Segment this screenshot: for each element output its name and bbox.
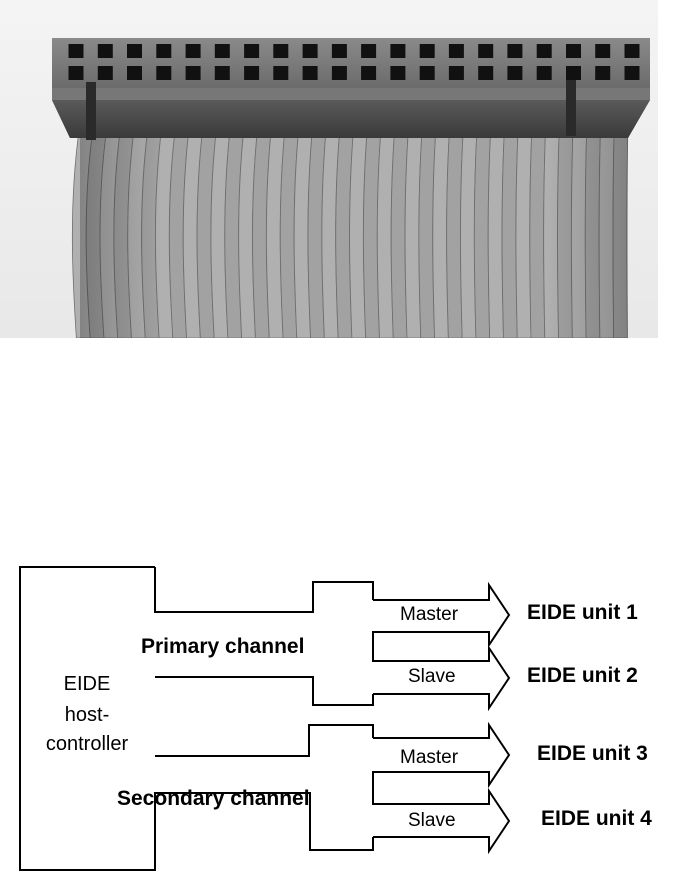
- pin-hole: [361, 66, 377, 80]
- pin-hole: [302, 66, 318, 80]
- pin-hole: [536, 44, 552, 58]
- pin-hole: [185, 66, 201, 80]
- primary-cable-lower: [155, 676, 374, 706]
- pin-hole: [273, 44, 289, 58]
- ribbon-cable-photo: [0, 0, 658, 338]
- controller-label-line1: EIDE: [64, 673, 111, 695]
- secondary-master-slave-arrows: [372, 721, 511, 855]
- pin-hole: [478, 44, 494, 58]
- controller-box: [19, 566, 156, 871]
- link-2-role: Slave: [408, 666, 456, 687]
- pin-hole: [448, 66, 464, 80]
- secondary-channel-label: Secondary channel: [117, 787, 310, 810]
- link-3-role: Master: [400, 747, 459, 768]
- pin-hole: [97, 44, 113, 58]
- connector-body: [52, 38, 650, 140]
- controller-label-line2: host-: [65, 704, 109, 726]
- pin-hole: [448, 44, 464, 58]
- eide-unit-1-label: EIDE unit 1: [527, 601, 638, 624]
- connector-pin-holes: [68, 44, 640, 80]
- pin-hole: [244, 66, 260, 80]
- pin-hole: [127, 66, 142, 80]
- pin-hole: [331, 44, 347, 58]
- link-1-role: Master: [400, 604, 459, 625]
- controller-label-line3: controller: [46, 733, 129, 755]
- primary-master-slave-arrows: [372, 581, 511, 712]
- eide-unit-3-label: EIDE unit 3: [537, 742, 648, 765]
- pin-hole: [507, 66, 523, 80]
- eide-unit-4-label: EIDE unit 4: [541, 807, 652, 830]
- pin-hole: [156, 44, 172, 58]
- pin-hole: [361, 44, 377, 58]
- pin-hole: [536, 66, 552, 80]
- secondary-cable-upper: [155, 724, 374, 757]
- pin-hole: [478, 66, 494, 80]
- pin-hole: [127, 44, 142, 58]
- eide-wiring-schematic: EIDE host- controller Primary channel Se…: [19, 566, 652, 871]
- cable-shading: [80, 125, 628, 338]
- pin-hole: [273, 66, 289, 80]
- pin-hole: [507, 44, 523, 58]
- pin-hole: [97, 66, 113, 80]
- pin-hole: [68, 66, 84, 80]
- primary-cable-upper: [154, 567, 374, 613]
- right-latch: [566, 78, 576, 136]
- pin-hole: [390, 44, 406, 58]
- pin-hole: [185, 44, 201, 58]
- ide-connector-illustration: [0, 0, 658, 338]
- pin-hole: [302, 44, 318, 58]
- pin-hole: [419, 66, 435, 80]
- pin-hole: [156, 66, 172, 80]
- pin-hole: [624, 44, 640, 58]
- pin-hole: [244, 44, 260, 58]
- primary-channel-label: Primary channel: [141, 635, 304, 658]
- schematic-lines: [19, 566, 511, 871]
- pin-hole: [331, 66, 347, 80]
- pin-hole: [566, 66, 581, 80]
- pin-hole: [214, 66, 230, 80]
- eide-channel-diagram: EIDE host- controller Primary channel Se…: [0, 560, 692, 890]
- left-latch: [86, 82, 96, 140]
- link-4-role: Slave: [408, 810, 456, 831]
- pin-hole: [595, 66, 611, 80]
- secondary-cable-lower: [154, 792, 374, 851]
- pin-hole: [390, 66, 406, 80]
- pin-hole: [419, 44, 435, 58]
- pin-hole: [595, 44, 611, 58]
- eide-unit-2-label: EIDE unit 2: [527, 664, 638, 687]
- pin-hole: [68, 44, 84, 58]
- pin-hole: [214, 44, 230, 58]
- pin-hole: [566, 44, 581, 58]
- pin-hole: [624, 66, 640, 80]
